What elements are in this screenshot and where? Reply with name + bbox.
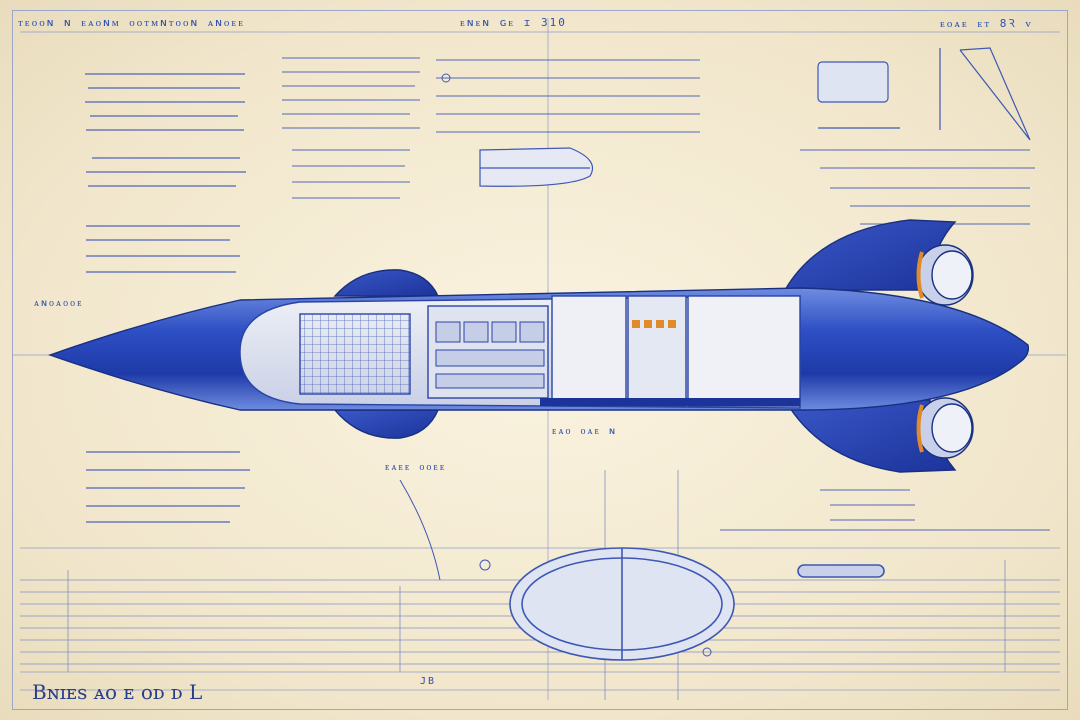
detail-sketch-top-right — [817, 47, 1031, 141]
header-left-text: ᴛᴇᴏᴏɴ ɴ ᴇᴀᴏɴᴍ ᴏᴏᴛᴍɴᴛᴏᴏɴ ᴀɴᴏᴇᴇ — [18, 16, 246, 29]
cargo-bay-3 — [687, 295, 801, 407]
cargo-bay-1 — [551, 295, 627, 407]
rocket — [47, 219, 1030, 473]
cabin-grid — [299, 313, 411, 395]
dorsal-dome — [333, 269, 440, 297]
cross-section-bottom — [509, 547, 885, 661]
header-mid-text: ᴇɴᴇɴ ɢᴇ ɪ 310 — [460, 16, 567, 29]
notes-right — [720, 149, 1050, 531]
window-strip — [540, 398, 800, 406]
lower-engine — [916, 397, 974, 459]
ventral-dome — [333, 409, 440, 439]
notes-left — [85, 73, 250, 523]
header-right-text: ᴇᴏᴀᴇ ᴇᴛ 8Ꝛ ᴠ — [940, 17, 1033, 30]
annotation-a: ᴇᴀᴏ ᴏᴀᴇ ɴ — [552, 426, 617, 437]
cargo-bay-2 — [627, 295, 687, 407]
notes-center — [282, 57, 700, 199]
footer-mark: JB — [420, 676, 437, 687]
pod-sketch-top — [479, 147, 594, 187]
footer-left-text: Bɴɪᴇs ᴀᴏ ᴇ ᴏᴅ ᴅ L — [32, 680, 203, 704]
annotation-b: ᴇᴀᴇᴇ ᴏᴏᴇᴇ — [385, 462, 447, 473]
upper-engine — [916, 244, 974, 306]
annotation-curves — [399, 73, 712, 657]
left-side-label: ᴀɴᴏᴀᴏᴏᴇ — [34, 298, 84, 309]
drawing-frame — [12, 10, 1068, 710]
